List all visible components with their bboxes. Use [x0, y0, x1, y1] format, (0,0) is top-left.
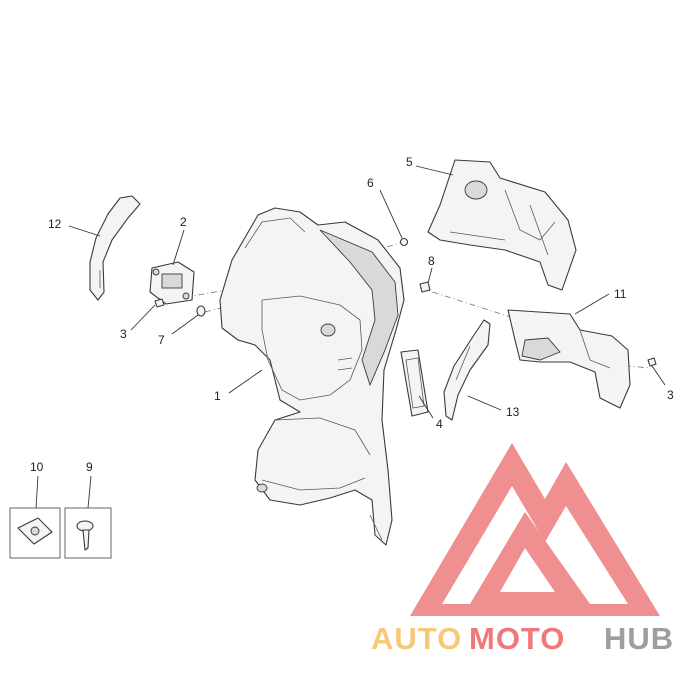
callout-4: 4 [436, 417, 443, 431]
callout-10: 10 [30, 460, 44, 474]
part-13-right-strip [443, 319, 491, 421]
part-6-nut [399, 237, 409, 247]
part-2-bracket [149, 261, 195, 305]
part-3-screw-right [647, 357, 657, 367]
callout-7: 7 [158, 333, 165, 347]
callout-8: 8 [428, 254, 435, 268]
callout-13: 13 [506, 405, 520, 419]
box-part-9 [64, 507, 112, 559]
part-5-upper-cover [427, 159, 577, 291]
part-12-left-strip [89, 195, 141, 301]
watermark-hub: HUB [604, 621, 674, 656]
part-7-washer [196, 305, 206, 317]
box-part-10 [9, 507, 61, 559]
part-4-grille [400, 349, 429, 417]
watermark-auto: AUTO [371, 621, 462, 656]
logo-triangle-inner [470, 512, 590, 604]
callout-9: 9 [86, 460, 93, 474]
part-3-screw-left [154, 298, 165, 308]
callout-12: 12 [48, 217, 62, 231]
callout-labels: 1 2 3 3 4 5 6 7 8 9 10 11 12 13 [30, 155, 674, 474]
watermark-moto: MOTO [469, 621, 565, 656]
leader-lines [35, 165, 666, 509]
automotohub-logo: AUTO MOTO HUB [371, 443, 674, 656]
callout-6: 6 [367, 176, 374, 190]
callout-5: 5 [406, 155, 413, 169]
part-1-inner-shield [219, 207, 405, 546]
part-11-side-panel [507, 309, 631, 409]
callout-11: 11 [614, 287, 627, 301]
callout-1: 1 [214, 389, 221, 403]
callout-3-right: 3 [667, 388, 674, 402]
callout-3-left: 3 [120, 327, 127, 341]
logo-triangle-outer [410, 443, 660, 616]
callout-2: 2 [180, 215, 187, 229]
part-8-screw [419, 281, 431, 293]
